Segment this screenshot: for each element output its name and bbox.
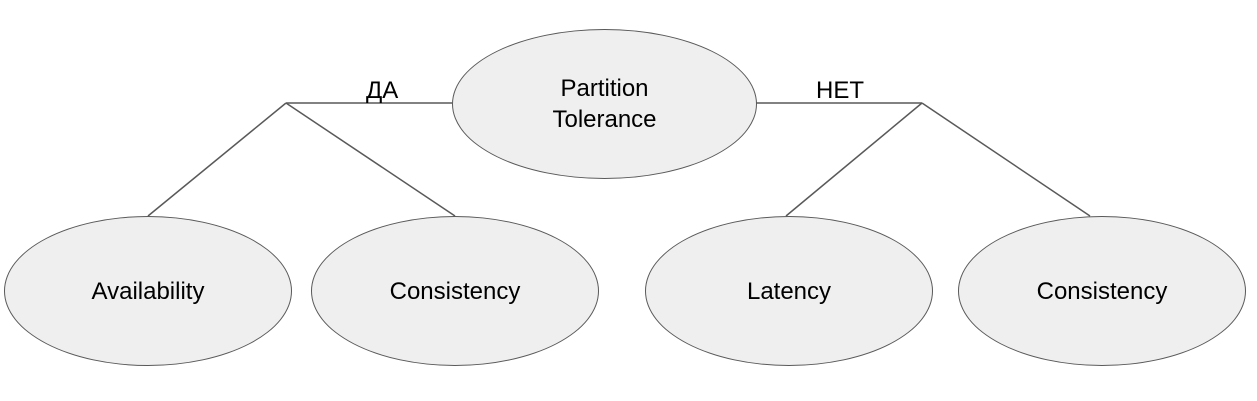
- partition-tolerance-node: Partition Tolerance: [452, 29, 757, 179]
- no-branch-label: НЕТ: [816, 77, 864, 104]
- yes-to-availability-line: [147, 102, 287, 217]
- availability-label: Availability: [91, 277, 205, 305]
- latency-node: Latency: [645, 216, 933, 366]
- consistency-left-node: Consistency: [311, 216, 599, 366]
- no-to-consistency-line: [921, 102, 1091, 217]
- yes-branch-label: ДА: [366, 77, 399, 104]
- partition-tolerance-label: Partition Tolerance: [552, 75, 657, 133]
- consistency-left-label: Consistency: [389, 277, 521, 305]
- consistency-right-label: Consistency: [1036, 277, 1168, 305]
- yes-to-consistency-line: [285, 102, 456, 217]
- consistency-right-node: Consistency: [958, 216, 1246, 366]
- no-to-latency-line: [785, 102, 923, 217]
- availability-node: Availability: [4, 216, 292, 366]
- latency-label: Latency: [746, 277, 832, 305]
